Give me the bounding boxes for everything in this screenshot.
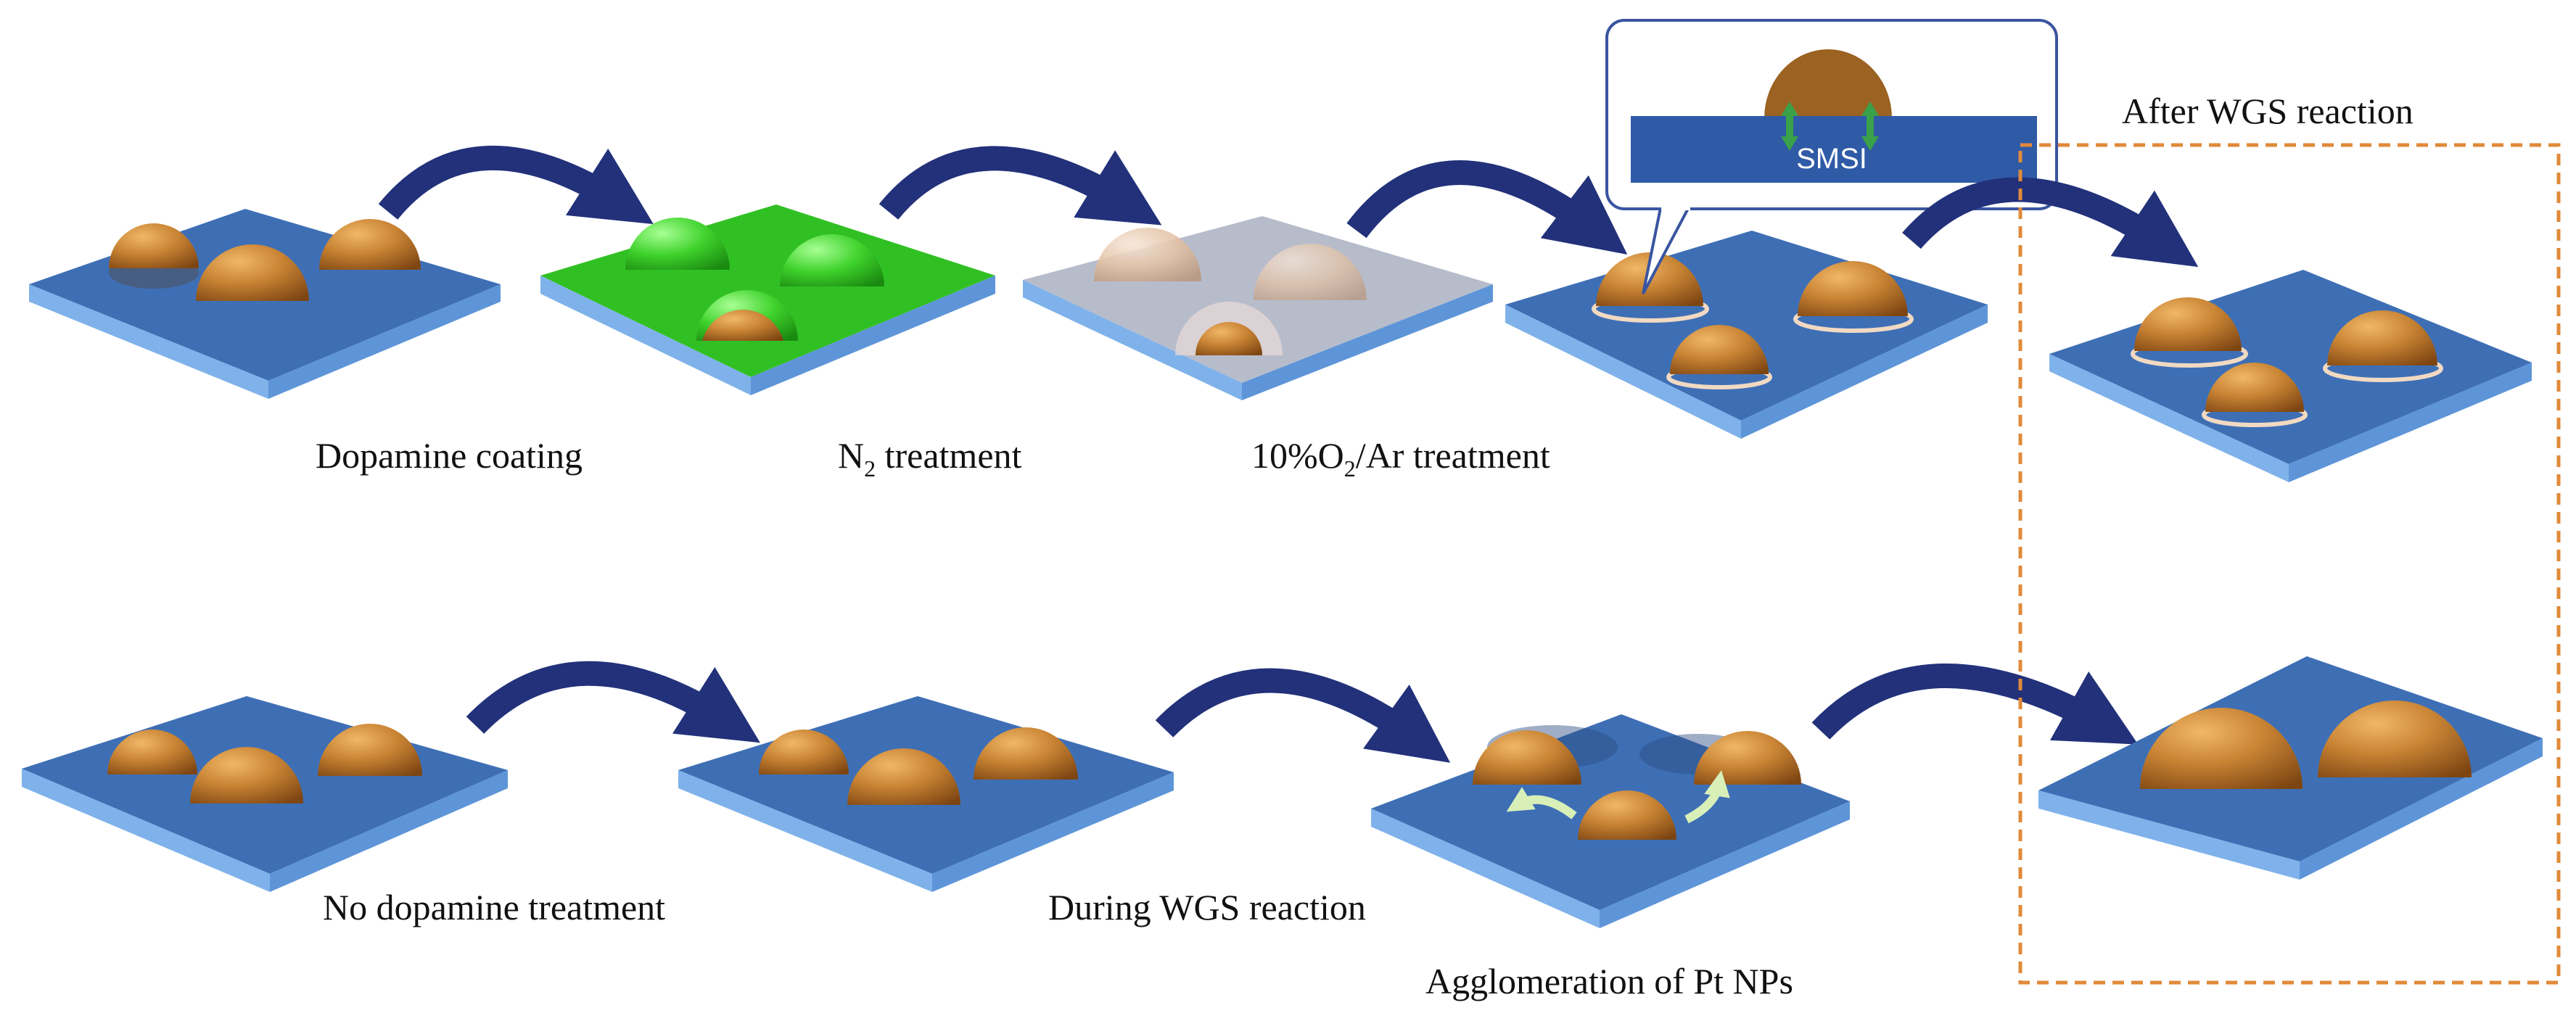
label-after-wgs: After WGS reaction xyxy=(2122,91,2414,131)
after-wgs-group-box xyxy=(2018,143,2561,985)
pt-particle xyxy=(196,244,309,301)
pt-particle xyxy=(319,219,421,270)
process-arrow-icon xyxy=(1811,664,2139,745)
smsi-callout: SMSI xyxy=(1605,19,2058,294)
process-arrow-icon xyxy=(1155,668,1451,763)
process-arrow-icon xyxy=(1902,177,2199,268)
process-arrow-icon xyxy=(466,661,760,743)
label-agglomeration: Agglomeration of Pt NPs xyxy=(1425,961,1793,1001)
panel-o2-treatment xyxy=(1505,231,1988,439)
label-during-wgs: During WGS reaction xyxy=(1048,887,1366,927)
pt-particle xyxy=(702,310,783,341)
label-dopamine-coating: Dopamine coating xyxy=(316,435,583,476)
process-arrow-icon xyxy=(1346,160,1628,255)
pt-particle xyxy=(109,223,199,268)
label-no-dopamine: No dopamine treatment xyxy=(323,887,665,927)
pt-particle xyxy=(1764,49,1892,118)
pt-particle xyxy=(190,747,303,803)
panel-initial-top xyxy=(29,209,501,399)
panel-during-wgs xyxy=(1371,714,1850,928)
pt-particle xyxy=(2318,701,2472,777)
coated-particle xyxy=(625,218,730,270)
interaction-arrow-icon xyxy=(1861,102,1879,151)
panel-dopamine-coating xyxy=(540,204,995,395)
support-cross-section xyxy=(1631,116,2037,183)
pt-particle xyxy=(974,727,1078,780)
migration-arrow-icon xyxy=(1506,787,1577,819)
process-arrow-icon xyxy=(378,146,654,225)
smsi-label: SMSI xyxy=(1796,143,1867,175)
pt-particle xyxy=(1670,325,1769,374)
process-arrow-icon xyxy=(878,146,1162,226)
panel-after-wgs-stable xyxy=(2049,270,2532,482)
pt-particle xyxy=(847,748,960,805)
label-n2-treatment: N2 treatment xyxy=(838,435,1022,482)
migration-arrow-icon xyxy=(1684,770,1730,824)
pt-particle xyxy=(2140,708,2303,789)
pt-particle xyxy=(1578,790,1676,840)
panel-initial-bottom xyxy=(22,696,508,892)
pt-particle xyxy=(1196,322,1262,355)
pt-particle xyxy=(318,724,422,776)
pt-particle xyxy=(759,730,849,774)
panel-no-dopamine xyxy=(678,696,1174,892)
label-o2-ar-treatment: 10%O2/Ar treatment xyxy=(1251,435,1550,482)
interaction-arrow-icon xyxy=(1781,102,1798,151)
pt-particle xyxy=(2134,297,2242,351)
panel-n2-treatment xyxy=(1023,216,1493,400)
coated-particle xyxy=(780,234,884,286)
pt-particle xyxy=(1798,261,1908,316)
pt-particle xyxy=(107,730,197,774)
pt-particle xyxy=(2205,363,2304,412)
panel-after-wgs-agglomerated xyxy=(2038,656,2543,880)
pt-particle xyxy=(2327,310,2437,365)
pt-particle xyxy=(1473,730,1581,785)
